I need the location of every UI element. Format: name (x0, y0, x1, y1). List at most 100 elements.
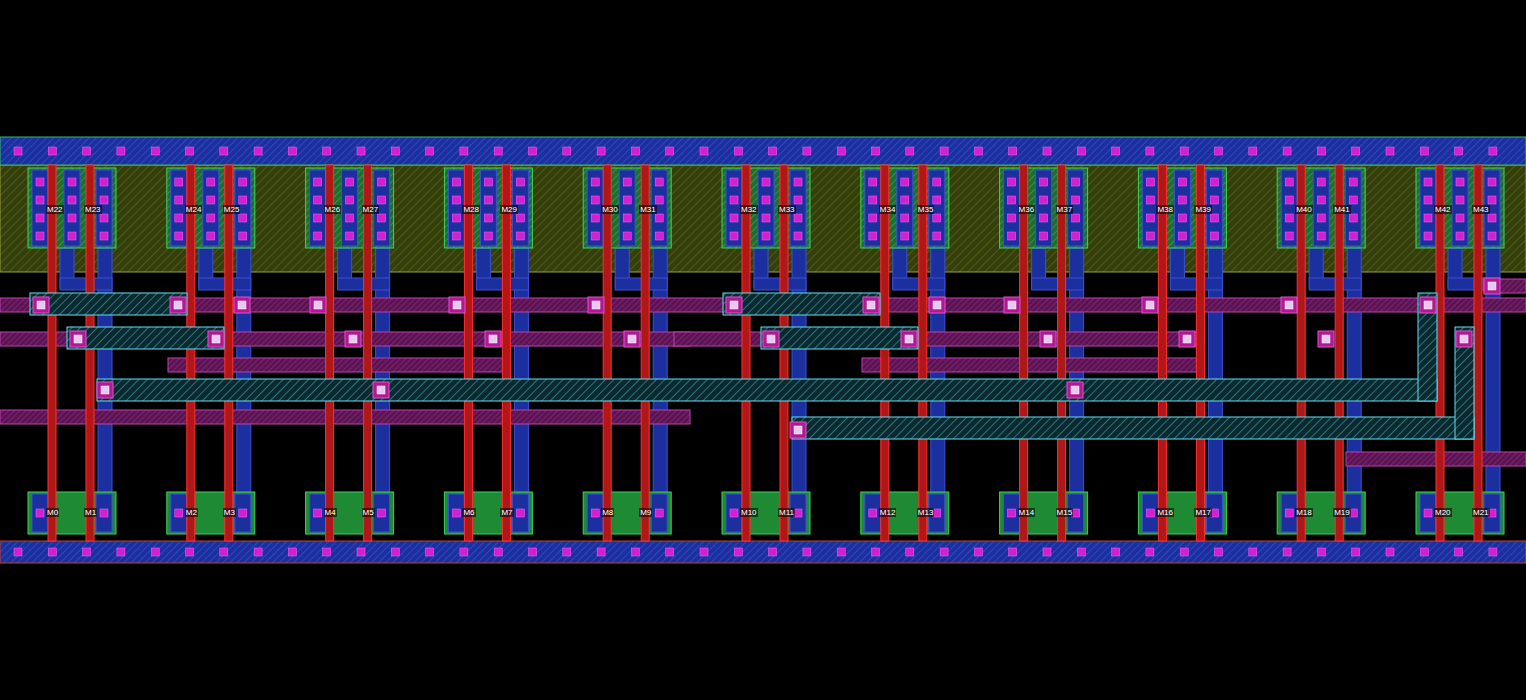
contact (1317, 147, 1325, 155)
via-cut (1285, 301, 1293, 309)
contact (186, 147, 194, 155)
contact (207, 232, 215, 240)
vdd-rail (0, 137, 1526, 165)
contact (151, 147, 159, 155)
contact (1488, 232, 1496, 240)
nmos-active (444, 492, 532, 534)
contact (655, 509, 663, 517)
contact (1112, 147, 1120, 155)
contact (1349, 178, 1357, 186)
transistor-name: M8 (601, 508, 614, 517)
metal2-wire (0, 410, 690, 424)
metal2-wire (674, 332, 1204, 346)
contact (591, 214, 599, 222)
nmos-active (1277, 492, 1365, 534)
contact (484, 214, 492, 222)
contact (1210, 178, 1218, 186)
via-cut (1424, 301, 1432, 309)
transistor-name: M22 (46, 205, 64, 214)
contact (14, 548, 22, 556)
contact (484, 178, 492, 186)
transistor-name: M36 (1018, 205, 1036, 214)
pmos-active (1138, 168, 1226, 248)
contact (940, 147, 948, 155)
contact (869, 214, 877, 222)
via-pad (310, 297, 326, 313)
contact (794, 196, 802, 204)
contact (314, 196, 322, 204)
poly-gate (86, 165, 94, 541)
via-pad (449, 297, 465, 313)
transistor-name: M41 (1333, 205, 1351, 214)
contact (100, 178, 108, 186)
via-pad (1067, 382, 1083, 398)
via-pad (726, 297, 742, 313)
transistor-name: M29 (500, 205, 518, 214)
contact (48, 147, 56, 155)
via-pad (485, 331, 501, 347)
contact (391, 548, 399, 556)
contact (933, 196, 941, 204)
metal1-strap (758, 170, 774, 246)
contact (1180, 548, 1188, 556)
pmos-active (1277, 168, 1365, 248)
contact (288, 147, 296, 155)
contact (597, 548, 605, 556)
via-cut (74, 335, 82, 343)
transistor-name: M23 (84, 205, 102, 214)
via-cut (1146, 301, 1154, 309)
contact (68, 232, 76, 240)
contact (378, 196, 386, 204)
via-pad (1281, 297, 1297, 313)
transistor-name: M3 (223, 508, 236, 517)
contact (563, 147, 571, 155)
contact (869, 196, 877, 204)
via-cut (212, 335, 220, 343)
contact (872, 147, 880, 155)
contact (1210, 214, 1218, 222)
via-pad (234, 297, 250, 313)
contact (314, 214, 322, 222)
transistor-name: M32 (740, 205, 758, 214)
poly-gate (502, 165, 510, 541)
contact (655, 214, 663, 222)
nmos-active (861, 492, 949, 534)
contact (631, 548, 639, 556)
poly-gate (48, 165, 56, 541)
contact (186, 548, 194, 556)
pmos-active (444, 168, 532, 248)
transistor-name: M13 (917, 508, 935, 517)
nmos-active (28, 492, 116, 534)
contact (239, 196, 247, 204)
contact (1317, 214, 1325, 222)
contact (117, 147, 125, 155)
contact (1178, 214, 1186, 222)
transistor-name: M39 (1194, 205, 1212, 214)
contact (901, 214, 909, 222)
contact (484, 232, 492, 240)
contact (83, 548, 91, 556)
contact (1283, 147, 1291, 155)
contact (68, 196, 76, 204)
contact (591, 232, 599, 240)
contact (655, 232, 663, 240)
poly-gate (641, 165, 649, 541)
contact (1008, 178, 1016, 186)
transistor-name: M34 (879, 205, 897, 214)
contact (1249, 147, 1257, 155)
transistor-name: M9 (639, 508, 652, 517)
contact (452, 196, 460, 204)
metal2-wire (862, 358, 1197, 372)
contact (933, 232, 941, 240)
contact (1043, 548, 1051, 556)
via-pad (208, 331, 224, 347)
contact (346, 214, 354, 222)
contact (794, 178, 802, 186)
transistor-name: M2 (185, 508, 198, 517)
transistor-name: M31 (639, 205, 657, 214)
contact (1352, 147, 1360, 155)
contact (1249, 548, 1257, 556)
via-pad (170, 297, 186, 313)
transistor-name: M10 (740, 508, 758, 517)
